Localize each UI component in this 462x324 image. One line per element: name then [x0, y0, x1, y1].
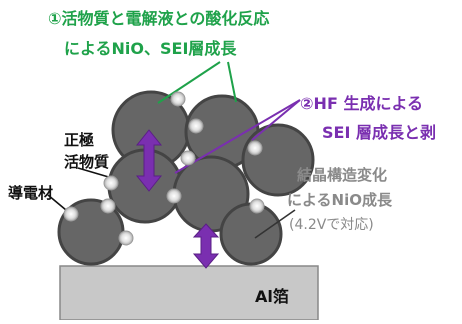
crystal-change-label-line3: (4.2Vで対応) [289, 217, 374, 233]
label-pointers [47, 167, 296, 239]
active-material-particles [57, 90, 315, 266]
particle [219, 202, 283, 266]
conductive-particle [247, 140, 263, 156]
growth-arrows [135, 129, 220, 269]
reaction1-label-line2: によるNiO、SEI層成長 [64, 39, 237, 58]
particle [241, 123, 315, 197]
conductive-particle [188, 118, 204, 134]
crystal-change-label-line2: によるNiO成長 [287, 191, 392, 209]
double-arrow-icon [192, 223, 220, 269]
reaction2-label-line1: ②HF 生成による [300, 94, 423, 113]
reaction1-label-line1: ①活物質と電解液との酸化反応 [48, 9, 270, 28]
conductive-particle [63, 206, 79, 222]
conductive-particle [170, 91, 186, 107]
crystal-change-label-line1: 結晶構造変化 [297, 166, 388, 184]
conductive-particle [249, 198, 265, 214]
conductive-particle [166, 188, 182, 204]
positive-electrode-label-line1: 正極 [64, 131, 95, 149]
reaction2-label-line2: SEI 層成長と剥 [322, 123, 436, 142]
conductive-particle [100, 198, 116, 214]
reaction2-pointers [174, 99, 301, 174]
reaction1-pointers [157, 61, 237, 104]
conductive-material-label: 導電材 [8, 184, 54, 202]
al-foil-label: Al箔 [255, 287, 289, 306]
conductive-particle [118, 230, 134, 246]
al-foil [59, 265, 319, 321]
conductive-particle [103, 175, 119, 191]
positive-electrode-label-line2: 活物質 [64, 153, 110, 171]
conductive-particle [180, 150, 196, 166]
conductive-additive [63, 91, 265, 246]
double-arrow-icon [135, 129, 163, 192]
